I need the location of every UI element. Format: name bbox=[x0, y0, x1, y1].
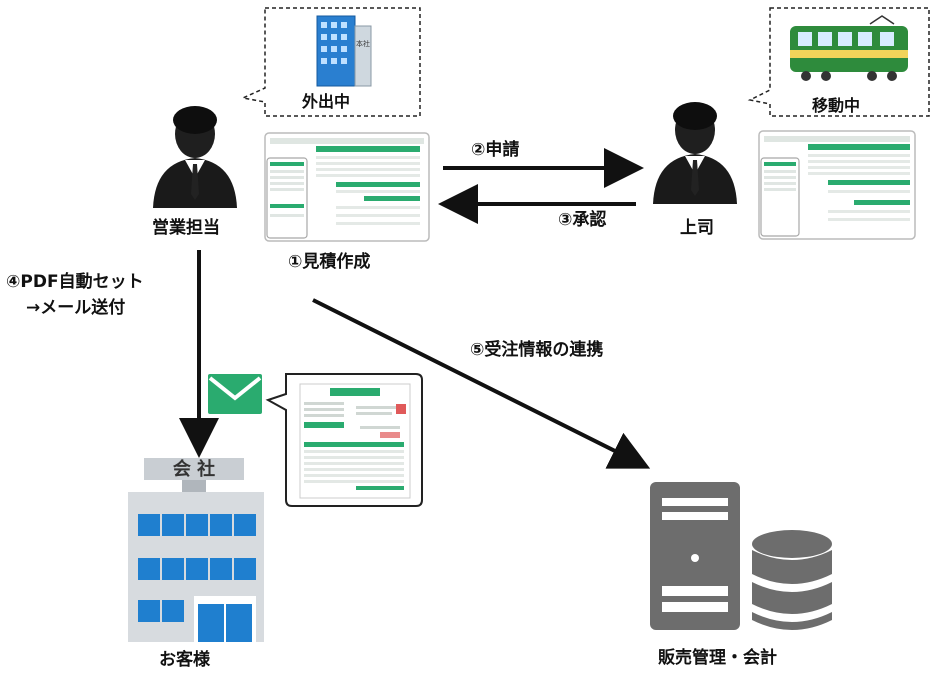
database-icon bbox=[752, 530, 832, 630]
pdf-document-bubble bbox=[265, 373, 423, 507]
train-icon bbox=[790, 15, 908, 81]
sales-person-icon bbox=[153, 106, 237, 208]
system-label: 販売管理・会計 bbox=[658, 648, 777, 668]
boss-person-icon bbox=[653, 102, 737, 204]
step-pdf-label-line2: →メール送付 bbox=[26, 298, 126, 318]
step-approve-label: ③承認 bbox=[558, 210, 607, 230]
moving-bubble bbox=[747, 7, 930, 117]
mail-icon bbox=[208, 374, 262, 414]
out-bubble-label: 外出中 bbox=[302, 92, 351, 111]
office-building-icon: 本社 bbox=[316, 15, 372, 87]
approval-screen-thumbnail bbox=[758, 130, 916, 240]
step-create-label: ①見積作成 bbox=[288, 252, 371, 272]
company-sign: 会 社 bbox=[173, 458, 215, 480]
sales-label: 営業担当 bbox=[152, 218, 220, 238]
out-bubble: 本社 bbox=[240, 7, 421, 117]
step-apply-label: ②申請 bbox=[471, 140, 520, 160]
building-sign: 本社 bbox=[356, 39, 370, 48]
server-icon bbox=[650, 482, 740, 630]
pdf-estimate-document-icon bbox=[299, 383, 411, 499]
moving-bubble-label: 移動中 bbox=[812, 96, 861, 115]
company-building-icon: 会 社 bbox=[128, 458, 264, 642]
link-arrow bbox=[312, 298, 651, 469]
step-link-label: ⑤受注情報の連携 bbox=[470, 340, 604, 360]
boss-label: 上司 bbox=[680, 218, 714, 238]
customer-label: お客様 bbox=[159, 650, 210, 670]
step-pdf-label-line1: ④PDF自動セット bbox=[6, 272, 144, 292]
estimate-screen-thumbnail bbox=[264, 132, 430, 242]
